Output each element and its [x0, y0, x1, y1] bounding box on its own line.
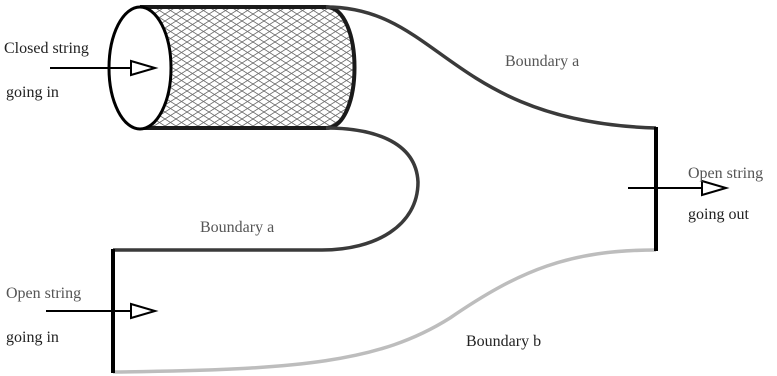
open-out-arrow	[628, 179, 730, 197]
closed-string-tube	[107, 5, 357, 131]
open-in-arrow	[46, 302, 159, 320]
closed-string-in-label-2: going in	[6, 84, 59, 101]
boundary-a-top-label: Boundary a	[505, 53, 579, 70]
boundary-b-label: Boundary b	[466, 333, 541, 350]
boundary-a-bottom-label: Boundary a	[200, 219, 274, 236]
open-string-out-label-1: Open string	[688, 165, 763, 182]
boundary-a-bottom-edge	[113, 126, 420, 252]
closed-in-arrow	[50, 59, 159, 77]
open-string-in-label-1: Open string	[6, 285, 81, 302]
boundary-b-edge	[112, 248, 657, 374]
open-string-in-label-2: going in	[6, 329, 59, 346]
closed-string-in-label-1: Closed string	[4, 40, 89, 57]
boundary-a-top-edge	[325, 5, 657, 130]
open-string-out-label-2: going out	[688, 206, 749, 223]
